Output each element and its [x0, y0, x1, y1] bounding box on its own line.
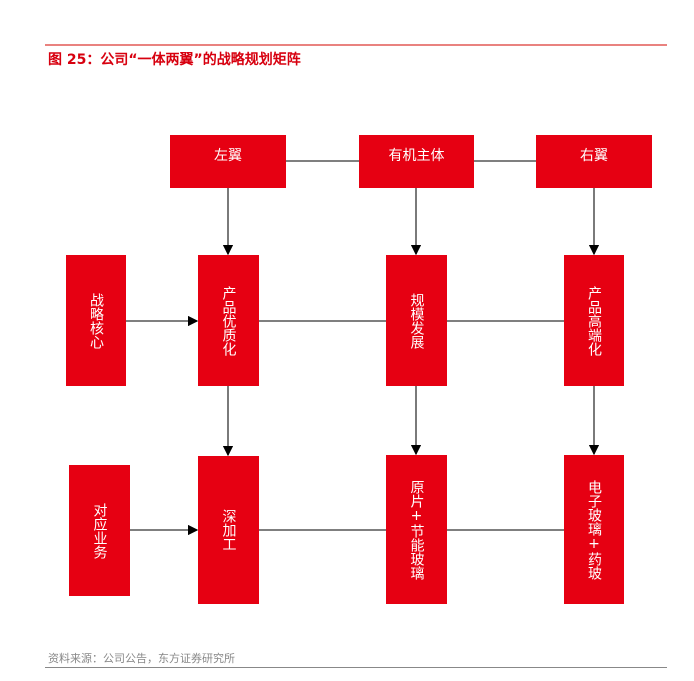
node-main-body: 有机主体	[359, 135, 474, 188]
node-label: 深加工	[220, 509, 237, 551]
node-right-wing: 右翼	[536, 135, 652, 188]
node-label: 原片+节能玻璃	[408, 479, 425, 580]
node-left-wing: 左翼	[170, 135, 286, 188]
node-deep-processing: 深加工	[198, 456, 259, 604]
bottom-rule	[45, 667, 667, 668]
node-label: 产品优质化	[220, 285, 237, 356]
node-product-quality: 产品优质化	[198, 255, 259, 386]
node-electronic-glass: 电子玻璃+药玻	[564, 455, 624, 604]
node-label: 有机主体	[388, 148, 445, 164]
node-label: 规模发展	[408, 292, 425, 349]
node-business: 对应业务	[69, 465, 130, 596]
node-label: 对应业务	[91, 502, 108, 559]
node-label: 战略核心	[88, 292, 104, 349]
figure-title: 图 25：公司“一体两翼”的战略规划矩阵	[48, 52, 301, 68]
top-rule	[45, 44, 667, 46]
node-scale-dev: 规模发展	[386, 255, 447, 386]
node-strategy-core: 战略核心	[66, 255, 126, 386]
node-label: 电子玻璃+药玻	[586, 479, 602, 580]
node-raw-glass: 原片+节能玻璃	[386, 455, 447, 604]
node-label: 产品高端化	[586, 285, 602, 356]
node-label: 左翼	[214, 148, 242, 164]
source-note: 资料来源：公司公告，东方证券研究所	[48, 652, 235, 665]
node-label: 右翼	[580, 148, 608, 164]
node-product-high-end: 产品高端化	[564, 255, 624, 386]
